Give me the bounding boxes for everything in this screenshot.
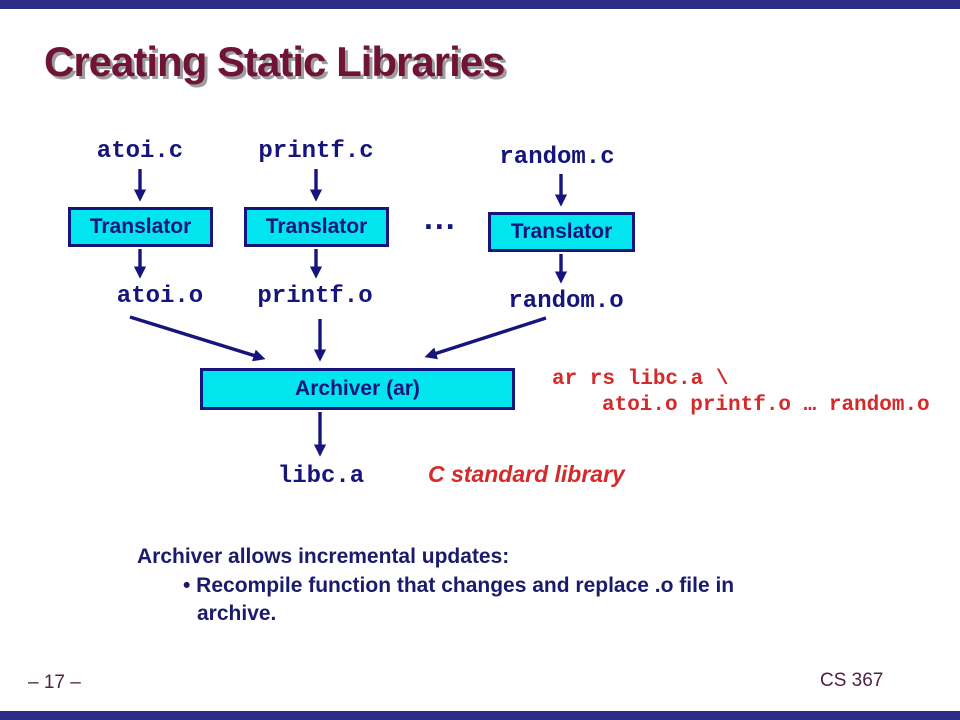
source-label-atoi-c: atoi.c [96,138,184,165]
translator-box-3-label: Translator [510,220,613,243]
archiver-box: Archiver (ar) [200,368,515,410]
arrow-atoi-o-to-archiver [129,315,266,362]
object-label-printf-o: printf.o [257,283,373,310]
object-label-atoi-o: atoi.o [116,283,204,310]
course-label: CS 367 [820,670,884,691]
notes-heading: Archiver allows incremental updates: [137,545,510,568]
translator-box-2: Translator [244,207,389,247]
ar-command-line-2: atoi.o printf.o … random.o [602,394,930,417]
output-label-libc-a: libc.a [277,463,365,490]
translator-box-1-label: Translator [89,215,192,238]
notes-bullet-line-2: archive. [197,602,277,625]
translator-box-2-label: Translator [265,215,368,238]
notes-bullet-line-1: • Recompile function that changes and re… [183,574,735,597]
top-border-bar [0,0,960,9]
object-label-random-o: random.o [508,288,624,315]
page-title: Creating Static Libraries [44,38,505,85]
translator-box-1: Translator [68,207,213,247]
ar-command-line-1: ar rs libc.a \ [552,368,729,391]
source-label-random-c: random.c [499,144,615,171]
translator-box-3: Translator [488,212,635,252]
ellipsis-dots: ... [424,200,457,236]
arrow-random-o-to-archiver [424,316,547,360]
c-standard-library-caption: C standard library [428,461,625,487]
archiver-box-label: Archiver (ar) [295,377,420,400]
bottom-border-bar [0,711,960,720]
page-number: – 17 – [28,672,81,693]
source-label-printf-c: printf.c [258,138,374,165]
